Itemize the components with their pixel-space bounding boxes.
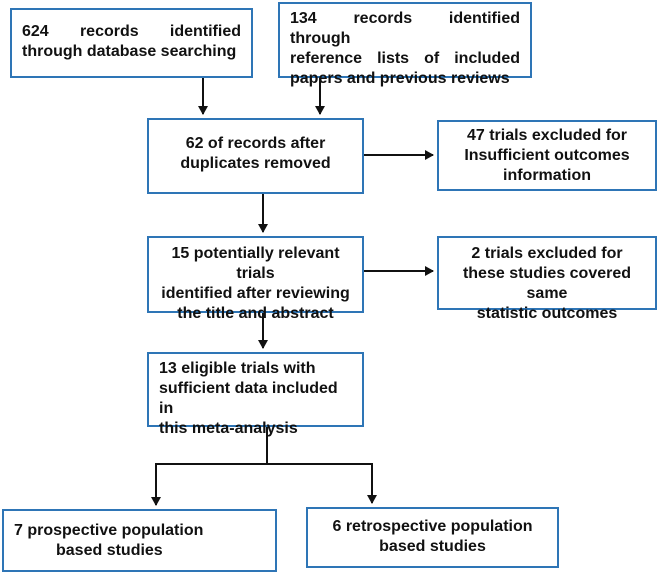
box-database-search-line-1: 624 records identified [22, 23, 241, 40]
box-excluded-same-outcomes-line-3: statistic outcomes [476, 305, 618, 322]
box-excluded-insufficient-outcomes-line-1: 47 trials excluded for [466, 127, 628, 144]
box-excluded-same-outcomes: 2 trials excluded for these studies cove… [437, 236, 657, 322]
box-prospective-studies-line-2: based studies [56, 542, 163, 559]
box-eligible-trials-line-1: 13 eligible trials with [159, 360, 316, 377]
box-retrospective-studies-line-1: 6 retrospective population [332, 518, 533, 535]
box-potentially-relevant-line-3: the title and abstract [177, 305, 334, 322]
box-potentially-relevant-line-2: identified after reviewing [161, 285, 350, 302]
box-excluded-insufficient-outcomes-line-3: information [503, 167, 591, 184]
box-excluded-same-outcomes-line-2: these studies covered same [462, 265, 632, 302]
box-eligible-trials-line-3: this meta-analysis [159, 420, 298, 437]
box-potentially-relevant: 15 potentially relevant trials identifie… [147, 236, 364, 322]
box-eligible-trials: 13 eligible trials with sufficient data … [147, 352, 364, 437]
box-reference-lists-line-2: reference lists of included [290, 50, 520, 67]
box-retrospective-studies-line-2: based studies [379, 538, 486, 555]
box-reference-lists-line-3: papers and previous reviews [290, 70, 510, 87]
box-eligible-trials-line-2: sufficient data included in [159, 380, 338, 417]
box-reference-lists-line-1: 134 records identified through [290, 10, 520, 47]
box-database-search: 624 records identified through database … [10, 8, 253, 78]
box-excluded-same-outcomes-line-1: 2 trials excluded for [471, 245, 623, 262]
box-retrospective-studies: 6 retrospective population based studies [306, 507, 559, 568]
box-excluded-insufficient-outcomes-line-2: Insufficient outcomes [464, 147, 630, 164]
box-prospective-studies-line-1: 7 prospective population [14, 522, 204, 539]
box-reference-lists: 134 records identified through reference… [278, 2, 532, 87]
box-database-search-line-2: through database searching [22, 43, 237, 60]
box-duplicates-removed-line-2: duplicates removed [180, 155, 331, 172]
box-prospective-studies: 7 prospective population based studies [2, 509, 277, 572]
box-excluded-insufficient-outcomes: 47 trials excluded for Insufficient outc… [437, 120, 657, 191]
box-duplicates-removed-line-1: 62 of records after [185, 135, 326, 152]
box-potentially-relevant-line-1: 15 potentially relevant trials [171, 245, 340, 282]
box-duplicates-removed: 62 of records after duplicates removed [147, 118, 364, 194]
